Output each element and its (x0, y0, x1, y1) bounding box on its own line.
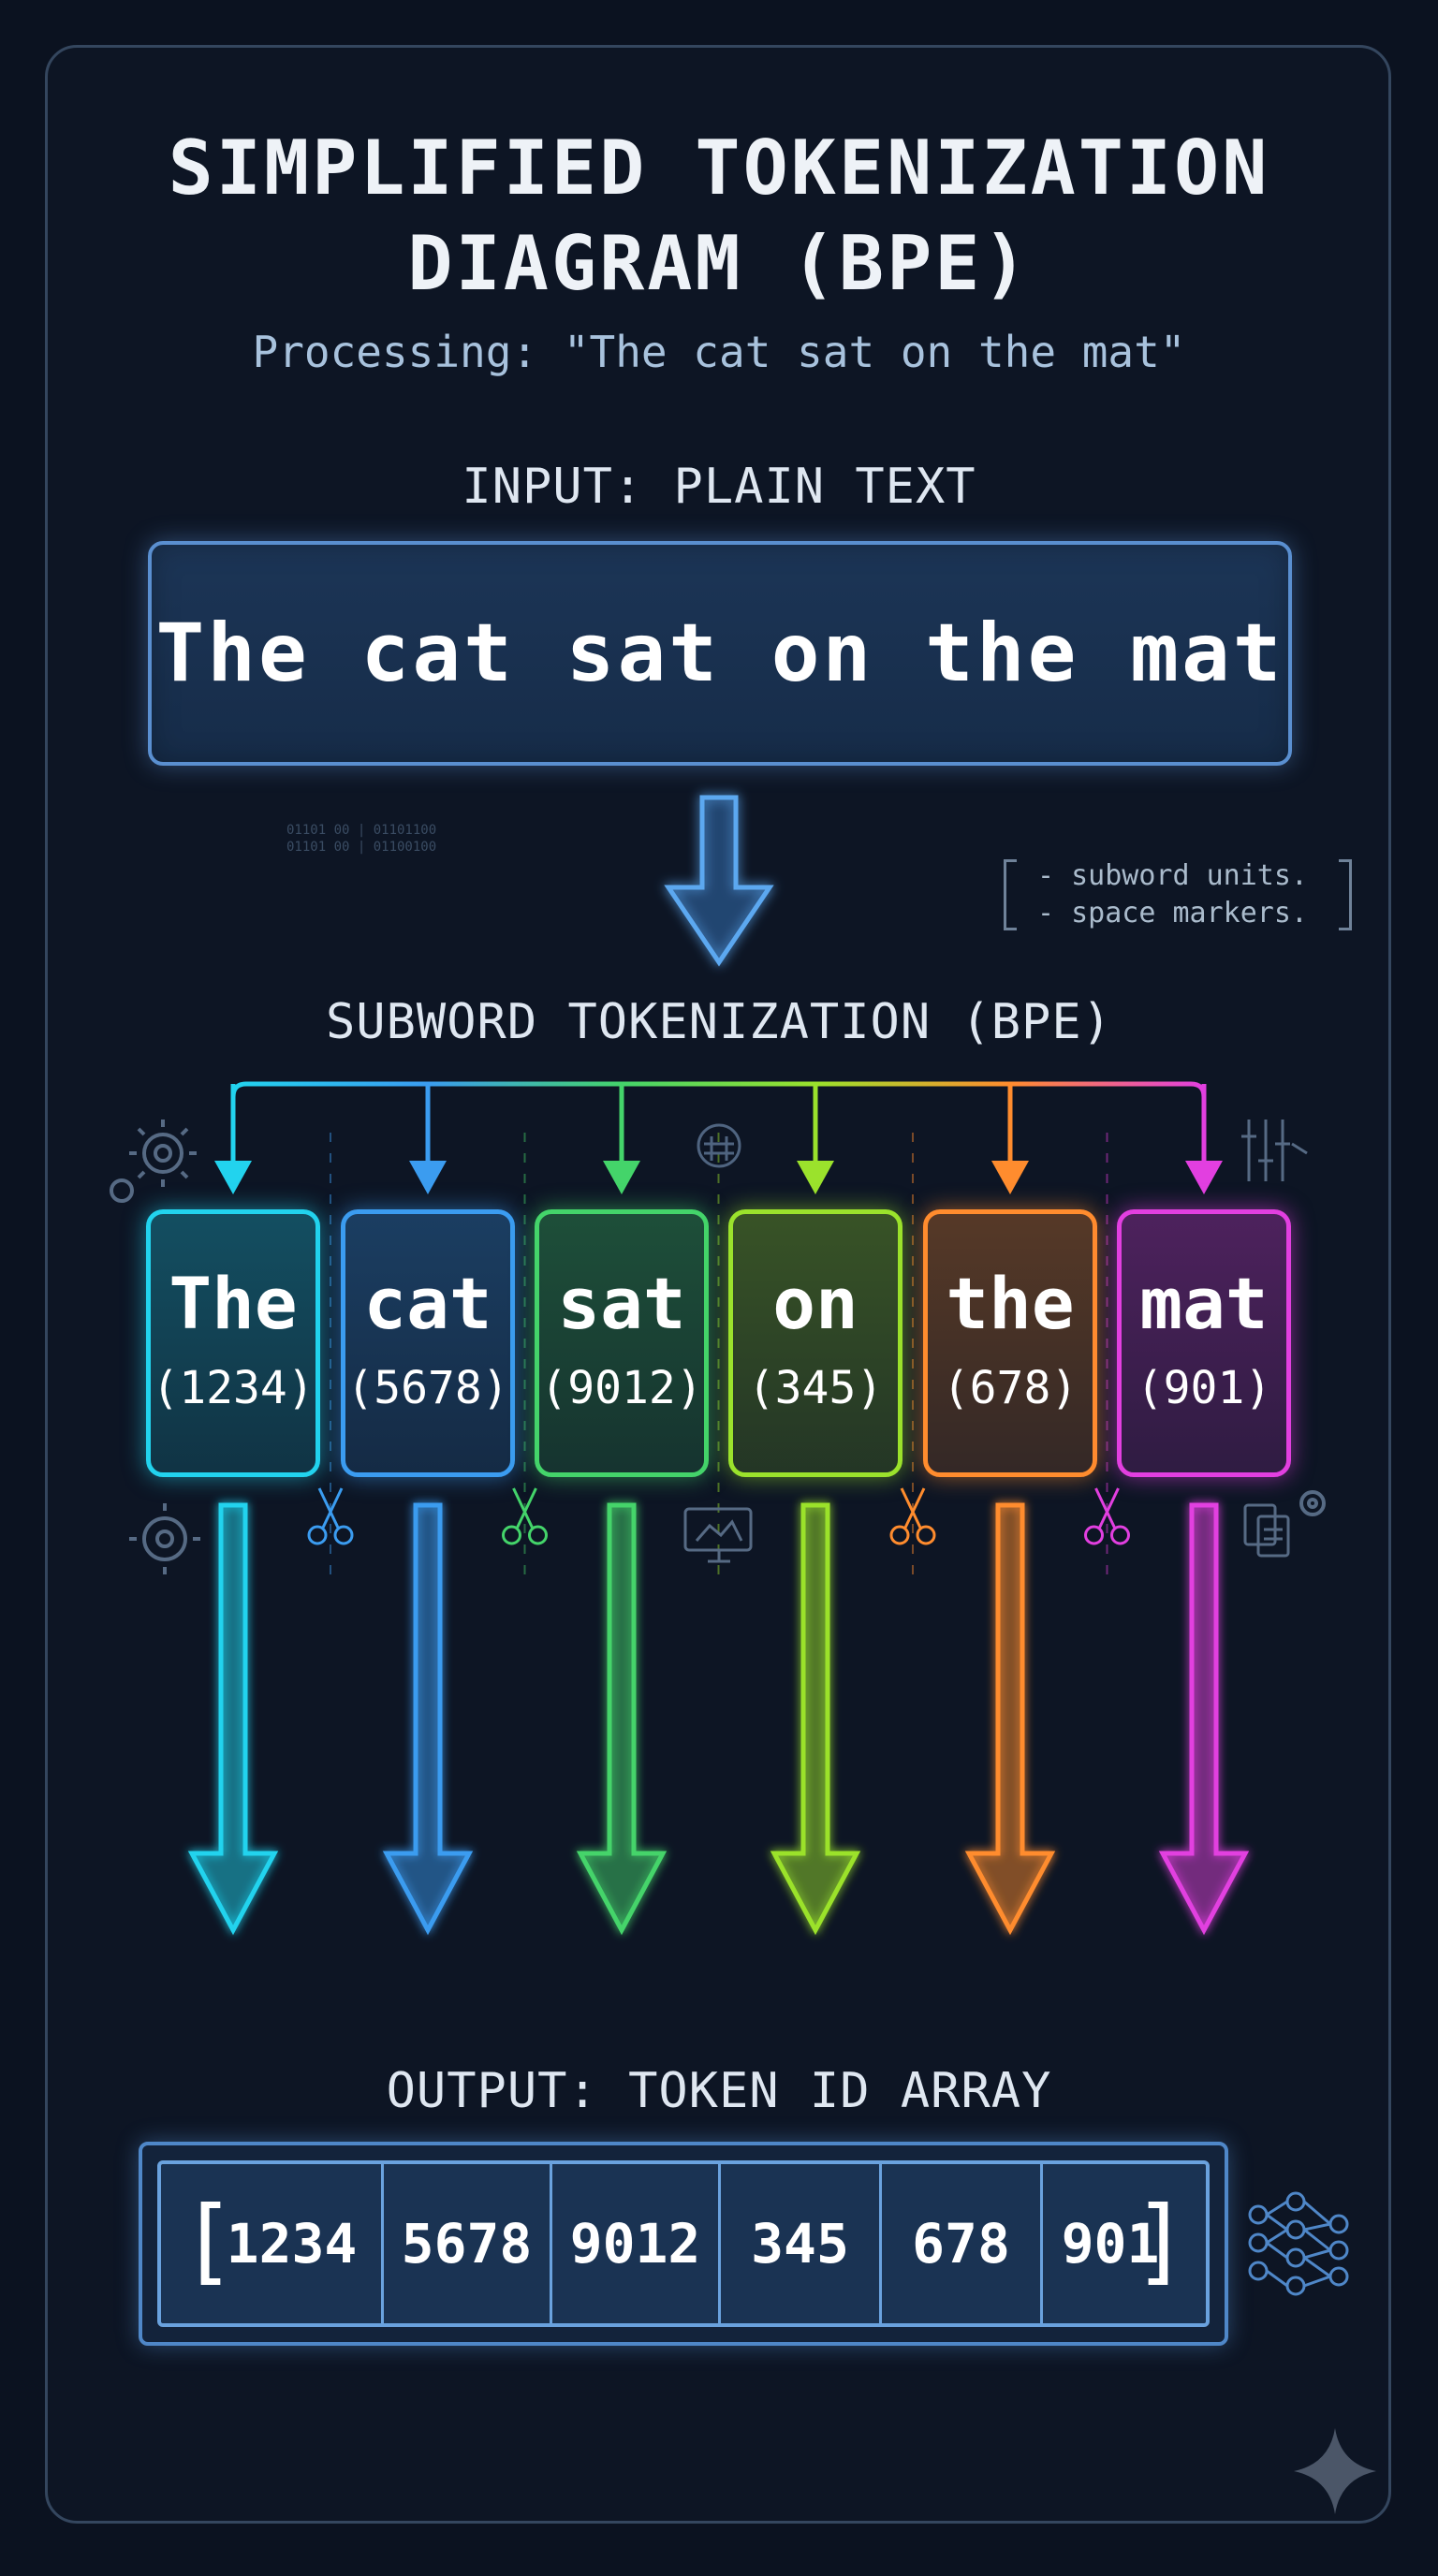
tokenization-notes: - subword units. - space markers. (1004, 859, 1352, 938)
output-id: 1234 (226, 2212, 358, 2276)
token-word: sat (557, 1262, 686, 1345)
token-id: (901) (1136, 1362, 1272, 1414)
output-array: [ 1234 5678 9012 345 678 901 ] (157, 2160, 1210, 2327)
note-bracket-right (1339, 859, 1352, 930)
output-label: OUTPUT: TOKEN ID ARRAY (386, 2063, 1052, 2119)
note-bracket-left (1004, 859, 1017, 930)
tokenization-label: SUBWORD TOKENIZATION (BPE) (326, 994, 1112, 1050)
token-id: (5678) (346, 1362, 509, 1414)
token-tile: sat (9012) (535, 1209, 709, 1477)
output-id: 901 (1061, 2212, 1160, 2276)
token-tile: on (345) (728, 1209, 902, 1477)
note-line: - subword units. (1037, 859, 1308, 892)
token-tile: The (1234) (146, 1209, 320, 1477)
diagram-title-line1: SIMPLIFIED TOKENIZATION (168, 124, 1270, 212)
output-id: 9012 (569, 2212, 701, 2276)
token-id: (345) (747, 1362, 884, 1414)
note-lines: - subword units. - space markers. (1037, 857, 1308, 932)
input-text-box: The cat sat on the mat (148, 541, 1292, 766)
input-label: INPUT: PLAIN TEXT (462, 459, 976, 515)
note-line: - space markers. (1037, 897, 1308, 929)
token-word: on (772, 1262, 858, 1345)
token-word: the (946, 1262, 1075, 1345)
token-tile: the (678) (923, 1209, 1097, 1477)
diagram-title-line2: DIAGRAM (BPE) (407, 220, 1031, 307)
token-tile: mat (901) (1117, 1209, 1291, 1477)
token-word: mat (1139, 1262, 1269, 1345)
token-id: (9012) (540, 1362, 703, 1414)
diagram-frame (45, 45, 1391, 2524)
output-id-cell: 901 ] (1043, 2164, 1206, 2323)
output-id-cell: 345 (721, 2164, 882, 2323)
input-text: The cat sat on the mat (155, 607, 1284, 700)
binary-decoration: 01101 00 | 01101100 01101 00 | 01100100 (286, 822, 436, 856)
binary-line: 01101 00 | 01101100 (286, 823, 437, 838)
output-id: 678 (912, 2212, 1010, 2276)
binary-line: 01101 00 | 01100100 (286, 840, 437, 855)
output-id-cell: 678 (882, 2164, 1043, 2323)
token-id: (678) (942, 1362, 1078, 1414)
output-id-cell: [ 1234 (161, 2164, 384, 2323)
token-tile: cat (5678) (341, 1209, 515, 1477)
output-id-cell: 9012 (552, 2164, 721, 2323)
open-bracket: [ (180, 2186, 237, 2295)
output-id-cell: 5678 (384, 2164, 552, 2323)
diagram-subtitle: Processing: "The cat sat on the mat" (252, 327, 1186, 377)
token-word: The (169, 1262, 298, 1345)
output-id: 5678 (401, 2212, 533, 2276)
close-bracket: ] (1132, 2186, 1189, 2295)
token-id: (1234) (152, 1362, 315, 1414)
token-word: cat (363, 1262, 492, 1345)
output-id: 345 (751, 2212, 849, 2276)
